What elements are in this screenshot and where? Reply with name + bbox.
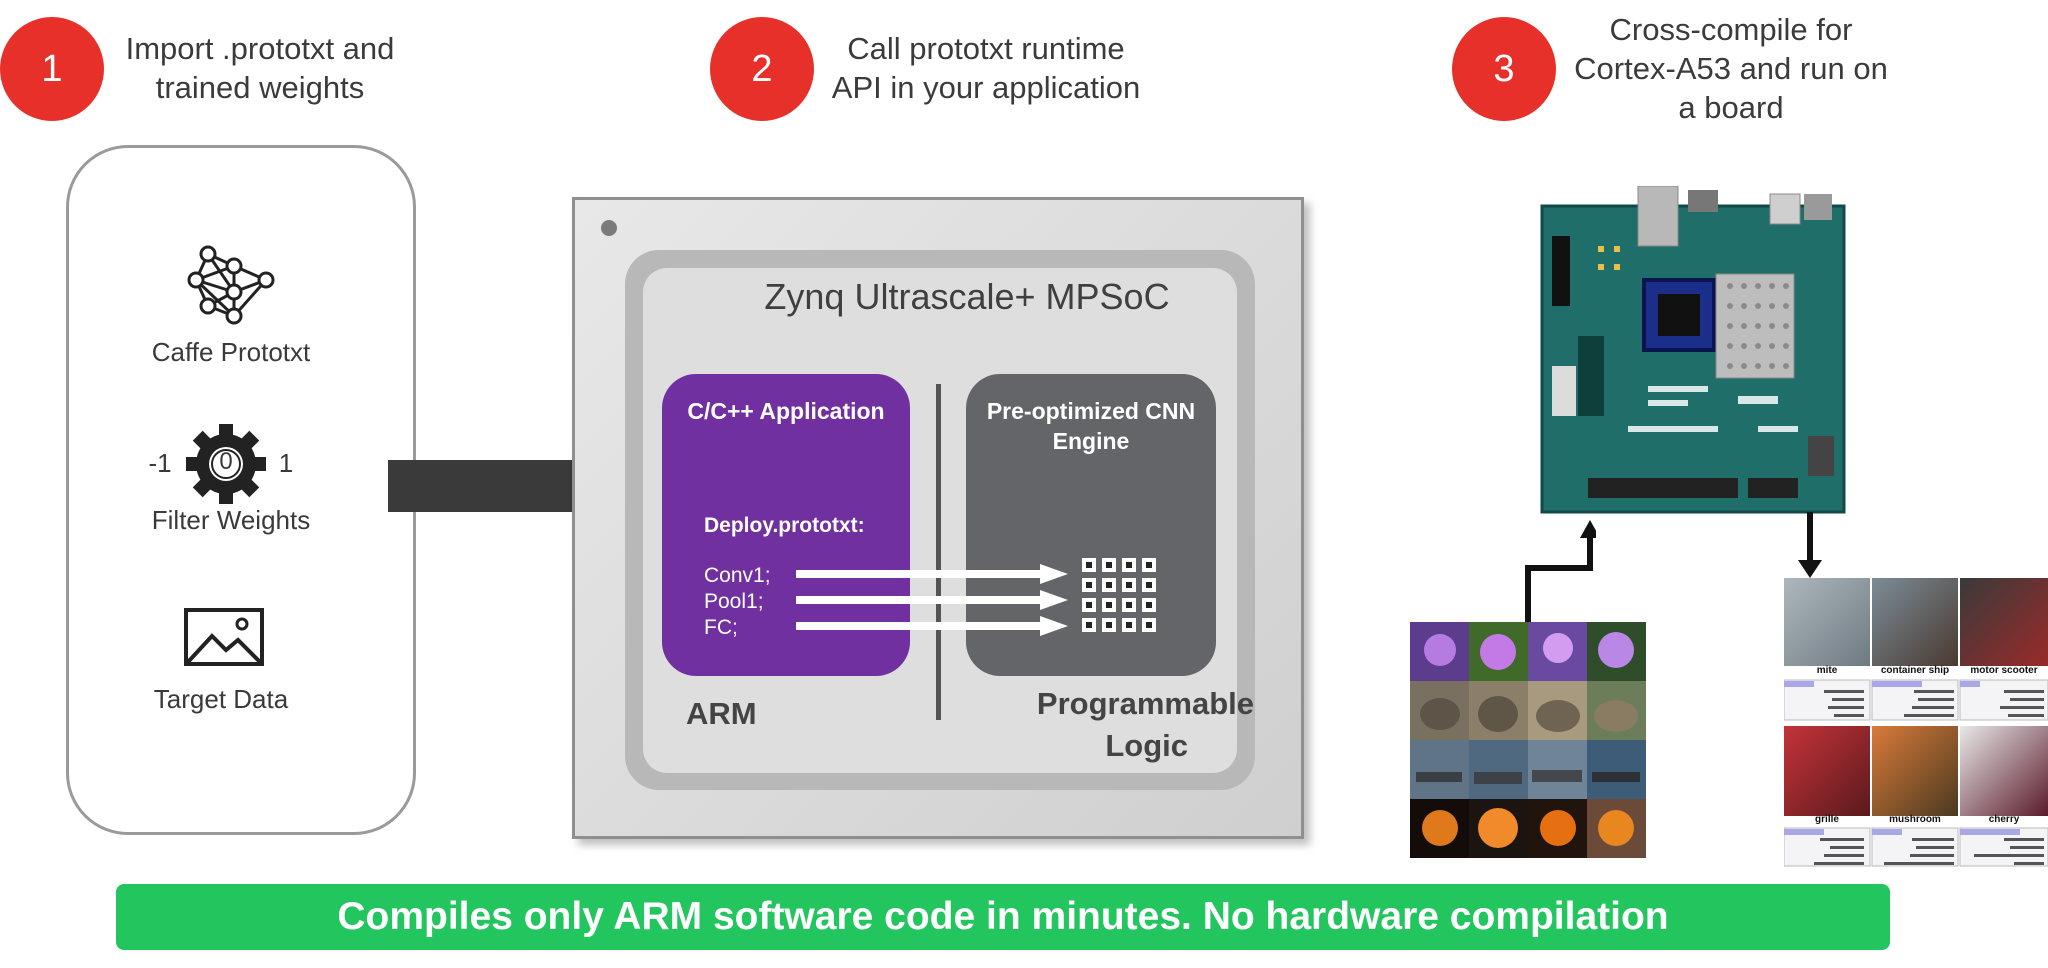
- gear-icon: [186, 424, 266, 504]
- image-icon: [184, 608, 264, 666]
- layer-conv1: Conv1;: [704, 564, 771, 587]
- result-image-mite: [1784, 578, 1870, 666]
- step-1-badge: 1: [0, 17, 104, 121]
- target-data-label: Target Data: [153, 684, 289, 714]
- result-label-motor-scooter: motor scooter: [1970, 665, 2038, 676]
- zcu102-board-image: [1540, 186, 1846, 514]
- result-label-mushroom: mushroom: [1889, 814, 1941, 825]
- board-to-results-arrow: [1798, 512, 1822, 578]
- result-image-motor-scooter: [1960, 578, 2048, 666]
- step-3-line2: Cortex-A53 and run on: [1574, 51, 1888, 86]
- layer-fc: FC;: [704, 616, 738, 639]
- summary-banner: Compiles only ARM software code in minut…: [116, 884, 1890, 950]
- step-2-line1: Call prototxt runtime: [847, 31, 1125, 66]
- deploy-label: Deploy.prototxt:: [704, 514, 865, 537]
- result-label-cherry: cherry: [1988, 814, 2020, 825]
- filter-min-label: -1: [148, 448, 172, 478]
- result-image-grille: [1784, 726, 1870, 816]
- result-image-cherry: [1960, 726, 2048, 816]
- filter-weights-label: Filter Weights: [151, 505, 311, 535]
- chip-divider: [936, 384, 941, 720]
- classification-results: mite container ship motor scooter grille…: [1784, 578, 2048, 868]
- pl-label-line1: Programmable: [1036, 686, 1254, 721]
- pl-label-line2: Logic: [1105, 728, 1188, 763]
- result-image-mushroom: [1872, 726, 1958, 816]
- pl-box-title-line1: Pre-optimized CNN: [986, 398, 1196, 424]
- step-1-line2: trained weights: [155, 70, 365, 105]
- result-label-mite: mite: [1816, 665, 1838, 676]
- step-1-number: 1: [41, 47, 63, 90]
- arm-box-title: C/C++ Application: [687, 398, 885, 424]
- input-to-board-arrow: [1525, 520, 1596, 628]
- step-2-badge: 2: [710, 17, 814, 121]
- neural-network-icon: [187, 245, 275, 325]
- step-1-text: Import .prototxt and trained weights: [110, 29, 410, 107]
- result-image-container-ship: [1872, 578, 1958, 666]
- input-images-grid: [1410, 622, 1646, 858]
- chip-title: Zynq Ultrascale+ MPSoC: [764, 276, 1170, 317]
- summary-banner-text: Compiles only ARM software code in minut…: [337, 895, 1669, 938]
- step-2-number: 2: [751, 47, 773, 90]
- step-3-number: 3: [1493, 47, 1515, 90]
- layer-pool1: Pool1;: [704, 590, 764, 613]
- arm-label: ARM: [686, 696, 757, 731]
- filter-center-label: 0: [219, 448, 233, 475]
- big-arrow: [388, 420, 698, 550]
- result-label-grille: grille: [1815, 814, 1839, 825]
- engine-grid-icon: [1082, 558, 1156, 632]
- filter-max-label: 1: [278, 448, 294, 478]
- pl-box-title-line2: Engine: [1052, 428, 1130, 454]
- caffe-prototxt-label: Caffe Prototxt: [151, 337, 311, 367]
- step-3-line3: a board: [1678, 90, 1784, 125]
- pin1-dot: [601, 220, 617, 236]
- step-1-line1: Import .prototxt and: [125, 31, 395, 66]
- result-label-container-ship: container ship: [1880, 665, 1950, 676]
- step-3-text: Cross-compile for Cortex-A53 and run on …: [1558, 10, 1904, 127]
- step-2-text: Call prototxt runtime API in your applic…: [812, 29, 1160, 107]
- step-2-line2: API in your application: [831, 70, 1141, 105]
- arm-application-box: C/C++ Application Deploy.prototxt: Conv1…: [662, 374, 910, 676]
- result-bars-row2: [1784, 827, 2048, 867]
- step-3-badge: 3: [1452, 17, 1556, 121]
- result-bars-row1: [1784, 679, 2048, 721]
- layer-arrows: [796, 564, 1068, 636]
- step-3-line1: Cross-compile for: [1609, 12, 1853, 47]
- inputs-panel: [66, 145, 416, 835]
